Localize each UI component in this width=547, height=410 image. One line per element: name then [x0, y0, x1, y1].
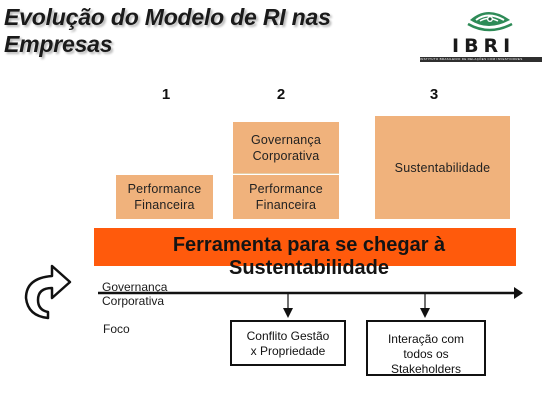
outcome-text: Conflito Gestão — [246, 329, 330, 343]
box-performance-financeira-2: Performance Financeira — [233, 175, 339, 219]
box-text: Corporativa — [252, 148, 320, 163]
banner-text: Ferramenta para se chegar à Sustentabili… — [164, 234, 454, 280]
box-performance-financeira-1: Performance Financeira — [116, 175, 213, 219]
outcome-text: x Propriedade — [250, 344, 326, 358]
box-text: Governança — [250, 132, 322, 147]
label-foco: Foco — [103, 322, 130, 336]
label-governanca-corporativa: Governança Corporativa — [102, 280, 167, 308]
banner-line-1: Ferramenta para se chegar à — [172, 234, 446, 256]
label-line: Corporativa — [102, 294, 165, 308]
slide-title: Evolução do Modelo de RI nas Empresas — [4, 4, 424, 58]
outcome-text: Stakeholders — [390, 362, 462, 376]
banner — [94, 228, 516, 266]
box-governanca-corporativa: Governança Corporativa — [233, 122, 339, 174]
box-interacao-stakeholders: Interação com todos os Stakeholders — [366, 320, 486, 376]
logo-name: IBRI — [452, 35, 516, 57]
title-line-1: Evolução do Modelo de RI nas — [4, 4, 331, 30]
outcome-text: todos os — [403, 347, 449, 361]
logo-tagline: INSTITUTO BRASILEIRO DE RELAÇÕES COM INV… — [420, 57, 542, 62]
column-number-2: 2 — [276, 86, 286, 103]
box-sustentabilidade: Sustentabilidade — [375, 116, 510, 219]
banner-line-2: Sustentabilidade — [228, 257, 390, 279]
box-conflito-gestao: Conflito Gestão x Propriedade — [230, 320, 346, 366]
column-number-1: 1 — [161, 86, 171, 103]
box-text: Performance — [249, 182, 323, 196]
title-line-2: Empresas — [4, 31, 113, 57]
curved-return-arrow-icon — [24, 264, 72, 320]
eye-logo-icon — [467, 12, 513, 32]
label-line: Governança — [102, 280, 168, 294]
box-text: Financeira — [255, 198, 317, 212]
ibri-logo: IBRI INSTITUTO BRASILEIRO DE RELAÇÕES CO… — [418, 2, 544, 68]
box-text: Financeira — [134, 198, 195, 212]
column-number-3: 3 — [429, 86, 439, 103]
box-text: Sustentabilidade — [394, 160, 491, 175]
box-text: Performance — [127, 182, 202, 196]
down-arrow-icon — [420, 308, 430, 318]
outcome-text: Interação com — [387, 332, 465, 346]
down-arrow-icon — [283, 308, 293, 318]
